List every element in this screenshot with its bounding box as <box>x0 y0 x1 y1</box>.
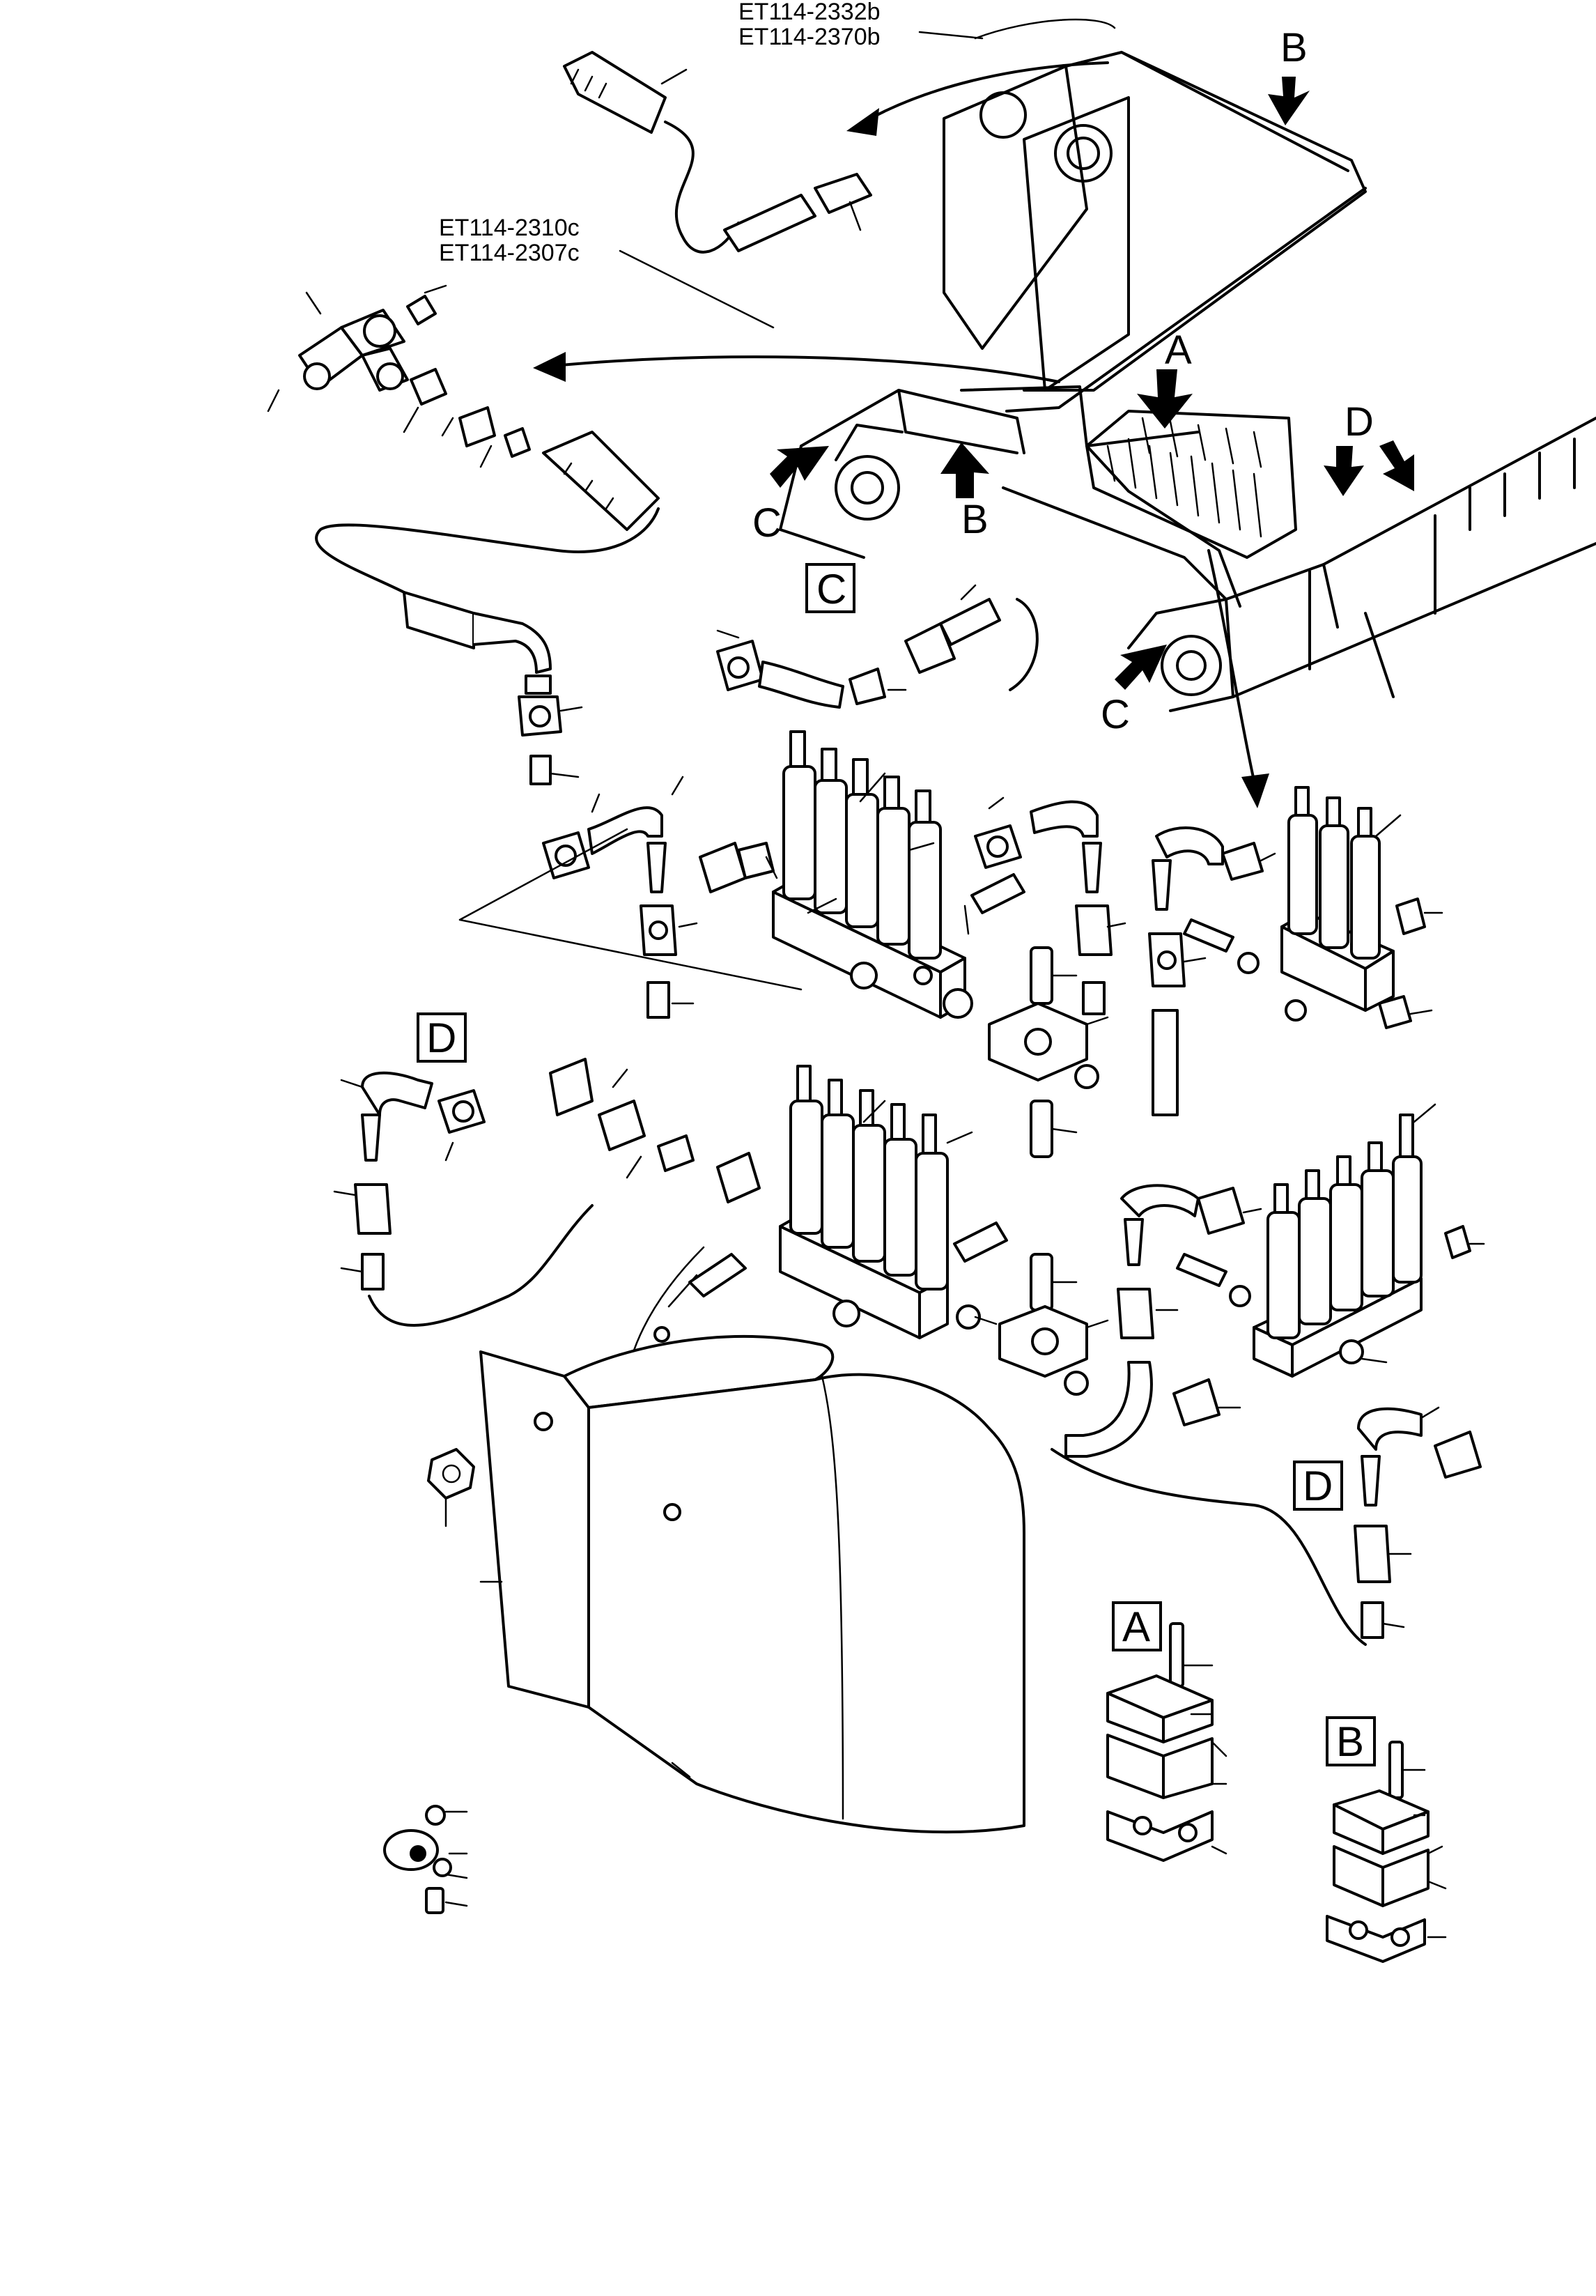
ref-leader-top <box>918 31 984 40</box>
distributor-block-upper-left <box>772 730 966 1019</box>
top-left-hose-assembly <box>563 51 872 254</box>
ref-label-et114-2310c: ET114-2310c <box>439 215 580 241</box>
arrow-c-left <box>770 446 829 488</box>
arrow-c-right <box>1115 645 1167 690</box>
view-d-right-fittings <box>1051 1406 1482 1646</box>
svg-text:D: D <box>1303 1463 1333 1509</box>
arrow-d-right <box>1379 440 1414 491</box>
arrow-d-left <box>1324 446 1364 496</box>
callout-c-right: C <box>1101 692 1130 737</box>
right-column-fittings <box>1148 826 1276 1116</box>
distributor-block-lower-left <box>779 1065 973 1339</box>
ref-label-et114-2370b: ET114-2370b <box>738 24 881 50</box>
middle-upper-fittings <box>974 796 1126 1015</box>
grease-nipple-assembly <box>383 1805 468 1914</box>
distributor-block-lower-right <box>1253 1103 1485 1378</box>
detail-a-clamp <box>1106 1622 1227 1862</box>
callout-a: A <box>1165 328 1192 373</box>
arrow-b-lower <box>940 442 989 498</box>
callout-arrows <box>533 61 1269 808</box>
bracket-connectors <box>549 1058 761 1203</box>
tee-fitting-group <box>267 284 660 531</box>
view-d-left-fittings <box>333 1071 594 1327</box>
arrow-b-top <box>1268 77 1310 125</box>
detail-view-b-label: B <box>1326 1716 1376 1766</box>
view-c-fittings <box>716 584 1039 709</box>
distributor-block-upper-right <box>1280 786 1443 1029</box>
protective-cover <box>427 1253 1025 1834</box>
left-column-fittings <box>542 776 778 1019</box>
callout-b-lower: B <box>961 497 989 542</box>
svg-text:B: B <box>1336 1718 1364 1765</box>
svg-text:D: D <box>426 1015 456 1061</box>
svg-text:C: C <box>816 566 846 612</box>
detail-b-clamp <box>1326 1741 1447 1963</box>
ref-leader-middle <box>619 249 775 329</box>
detail-view-a-label: A <box>1112 1601 1162 1651</box>
hose-loop-left <box>315 507 660 785</box>
ref-label-et114-2332b: ET114-2332b <box>738 0 881 25</box>
right-lower-fittings <box>1064 1184 1262 1458</box>
callout-c-left: C <box>752 500 782 546</box>
boom-structure <box>779 18 1596 712</box>
ref-label-et114-2307c: ET114-2307c <box>439 240 580 266</box>
detail-view-d-left-label: D <box>417 1012 467 1063</box>
svg-text:A: A <box>1122 1603 1150 1650</box>
detail-view-c-label: C <box>805 563 855 613</box>
detail-view-d-right-label: D <box>1293 1461 1343 1511</box>
callout-b-top: B <box>1280 25 1308 70</box>
callout-d: D <box>1345 399 1374 445</box>
arrow-a <box>1137 369 1193 429</box>
pipe-clamp-bank <box>1085 410 1297 559</box>
central-tee-fittings <box>943 873 1260 1396</box>
